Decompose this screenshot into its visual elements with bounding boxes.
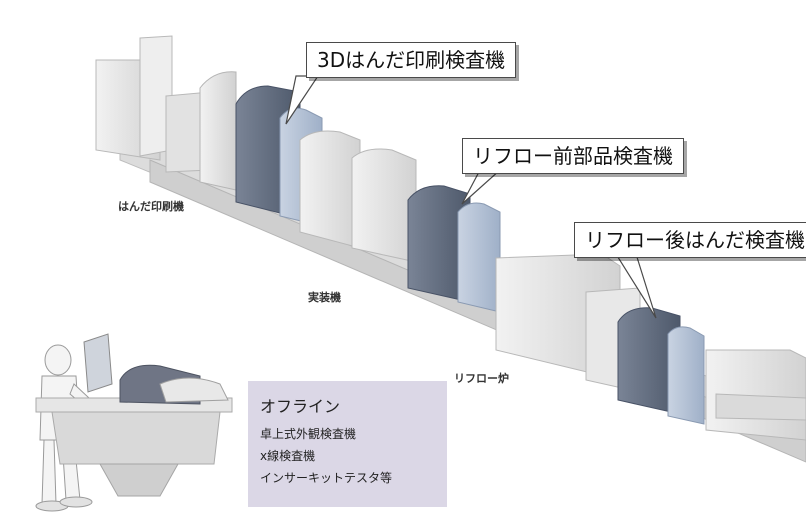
zone-label-reflow: リフロー炉 xyxy=(454,372,509,385)
pre-reflow-inspection-unit xyxy=(407,185,501,313)
offline-panel: オフライン 卓上式外観検査機 x線検査機 インサーキットテスタ等 xyxy=(248,381,447,507)
callout-pre-reflow: リフロー前部品検査機 xyxy=(462,138,684,174)
offline-inspection-machine-icon xyxy=(35,333,233,497)
offline-item: 卓上式外観検査機 xyxy=(260,427,357,441)
callout-post-reflow-label: リフロー後はんだ検査機 xyxy=(585,228,805,252)
offline-item: インサーキットテスタ等 xyxy=(260,471,393,485)
offline-item: x線検査機 xyxy=(260,449,316,463)
offline-title: オフライン xyxy=(260,397,341,416)
callout-post-reflow: リフロー後はんだ検査機 xyxy=(574,222,806,258)
zone-label-printer: はんだ印刷機 xyxy=(118,200,184,213)
callout-spi-label: 3Dはんだ印刷検査機 xyxy=(317,48,506,72)
zone-label-mounter: 実装機 xyxy=(308,291,341,304)
solder-printer-unit xyxy=(95,35,211,173)
callout-pre-reflow-label: リフロー前部品検査機 xyxy=(473,144,673,168)
post-reflow-inspection-unit xyxy=(617,307,705,425)
callout-spi: 3Dはんだ印刷検査機 xyxy=(306,42,517,78)
end-conveyor-unit xyxy=(705,349,806,441)
